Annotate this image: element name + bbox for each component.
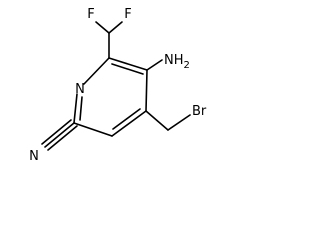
bond-c2-c3-inner (111, 63, 144, 75)
molecule-structure: F F NH2 N N Br (29, 7, 207, 164)
bond-c4-c5-inner (112, 108, 141, 130)
nitrile-nitrogen-label: N (29, 149, 39, 164)
amine-nh-text: NH (164, 53, 184, 68)
bond-c4-c5 (111, 110, 147, 137)
bond-c4-ch2 (145, 110, 169, 131)
bond-chf2-f-left (95, 21, 110, 34)
bromine-label: Br (192, 104, 207, 119)
bromomethyl-group: Br (145, 104, 207, 131)
bond-c6-n1 (73, 93, 78, 124)
bond-c3-nh2 (146, 59, 163, 71)
fluorine-left-label: F (87, 7, 94, 22)
bond-c6-n1-inner (79, 96, 83, 121)
bond-nitrile-1 (44, 122, 75, 148)
pyridine-ring (73, 57, 148, 137)
bond-ch2-br (167, 114, 191, 131)
bond-n1-c2 (83, 57, 110, 85)
difluoromethyl-group: F F (87, 7, 132, 59)
bond-c3-c4 (145, 69, 148, 112)
bond-nitrile-2 (41, 119, 72, 145)
ring-nitrogen-label: N (75, 82, 85, 97)
bond-nitrile-3 (47, 125, 78, 151)
nitrile-group: N (29, 119, 78, 164)
bond-chf2-f-right (108, 21, 123, 34)
bond-c5-c6 (73, 122, 113, 137)
fluorine-right-label: F (124, 7, 131, 22)
amine-subscript: 2 (184, 60, 190, 71)
bond-c2-c3 (108, 57, 148, 71)
amine-label: NH2 (164, 53, 190, 71)
amino-group: NH2 (146, 53, 190, 71)
